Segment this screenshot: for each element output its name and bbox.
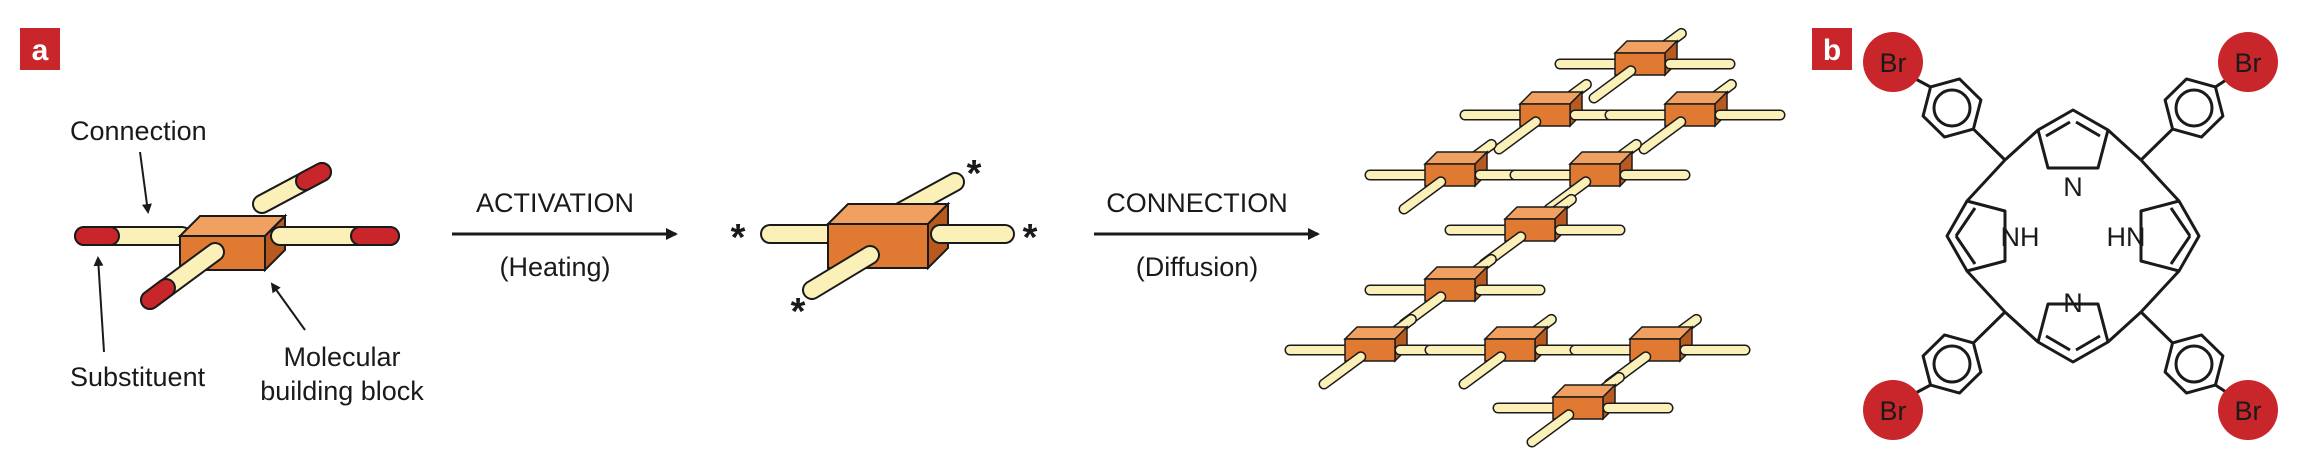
network-rod-diag-front [1398, 176, 1447, 215]
radical-right: * [1023, 217, 1038, 259]
atom-nh-right: HN [2107, 222, 2146, 252]
double-bond [2169, 207, 2192, 237]
double-bond [1954, 207, 1977, 237]
activation-title: ACTIVATION [476, 188, 634, 218]
leader-substituent [93, 256, 105, 353]
aromatic-circle [1932, 88, 1972, 128]
aromatic-circle [1932, 344, 1972, 384]
network-rod-diag-front [1318, 351, 1367, 390]
svg-text:Br: Br [1880, 396, 1907, 426]
label-connection: Connection [70, 116, 207, 146]
atom-n-top: N [2063, 172, 2083, 202]
label-molecular-1: Molecular [283, 342, 400, 372]
meso-bond [1965, 269, 2007, 314]
meso-bond [1965, 158, 2007, 203]
svg-text:Br: Br [2235, 396, 2262, 426]
bromine-bottom-right: Br [2218, 380, 2278, 440]
porphyrin-molecule [1909, 74, 2233, 398]
meso-bond [2106, 128, 2143, 162]
aromatic-circle [2174, 344, 2214, 384]
phenyl-top-left [1921, 77, 1983, 139]
svg-text:Br: Br [2235, 48, 2262, 78]
phenyl-bond [2139, 127, 2174, 162]
network-rod-diag-front [1588, 65, 1637, 104]
phenyl-bottom-left [1921, 333, 1983, 395]
pyrrole-left [1945, 199, 2007, 273]
svg-text:b: b [1823, 34, 1841, 67]
phenyl-bond [2139, 310, 2174, 345]
label-substituent: Substituent [70, 362, 206, 392]
svg-text:Br: Br [1880, 48, 1907, 78]
bromine-top-right: Br [2218, 32, 2278, 92]
svg-text:a: a [32, 34, 49, 67]
double-bond [2075, 334, 2101, 352]
meso-bond [2139, 158, 2181, 203]
meso-bond [2106, 310, 2143, 344]
polymer-network [1284, 27, 1786, 448]
meso-bond [2139, 269, 2181, 314]
meso-bond [2003, 310, 2040, 344]
building-block-activated [760, 172, 1015, 300]
atom-nh-left: NH [2001, 222, 2040, 252]
double-bond [1954, 235, 1977, 265]
double-bond [2075, 120, 2101, 138]
bromine-bottom-left: Br [1863, 380, 1923, 440]
leader-molecular [270, 282, 306, 331]
connection-title: CONNECTION [1106, 188, 1288, 218]
molecule-labels: N N NH HN [2001, 172, 2146, 318]
panel-tag-a: a [20, 28, 60, 70]
atom-n-bottom: N [2063, 288, 2083, 318]
aromatic-circle [2174, 88, 2214, 128]
network-rod-diag-front [1543, 176, 1592, 215]
panel-tag-b: b [1812, 28, 1852, 70]
radical-left: * [731, 217, 746, 259]
connection-sub: (Diffusion) [1136, 252, 1259, 282]
label-molecular-2: building block [260, 376, 424, 406]
network-rod-diag-front [1458, 351, 1507, 390]
activation-sub: (Heating) [499, 252, 610, 282]
network-rod-diag-front [1526, 409, 1575, 448]
network-block [1663, 90, 1729, 128]
bromine-top-left: Br [1863, 32, 1923, 92]
meso-bond [2003, 128, 2040, 162]
network-rod-diag-front [1493, 116, 1542, 155]
double-bond [2169, 235, 2192, 265]
pyrrole-right [2139, 199, 2201, 273]
phenyl-bond [1972, 310, 2007, 345]
phenyl-top-right [2163, 77, 2225, 139]
network-rod-diag-front [1638, 116, 1687, 155]
phenyl-bottom-right [2163, 333, 2225, 395]
building-block-substituted [74, 162, 400, 310]
phenyl-bond [1972, 127, 2007, 162]
double-bond [2045, 334, 2071, 352]
pyrrole-top [2036, 108, 2110, 170]
leader-connection [139, 151, 152, 214]
pyrrole-bottom [2036, 302, 2110, 364]
radical-bottom: * [791, 291, 806, 333]
double-bond [2045, 120, 2071, 138]
radical-top: * [967, 153, 982, 195]
